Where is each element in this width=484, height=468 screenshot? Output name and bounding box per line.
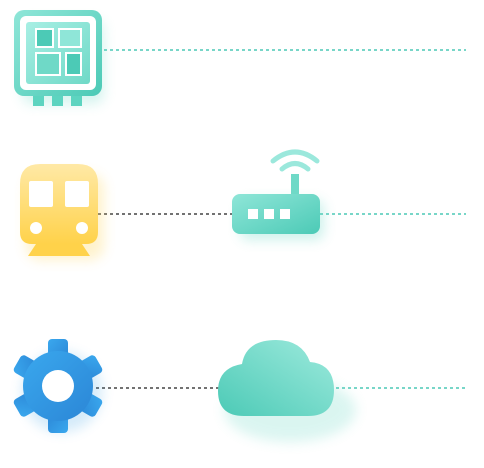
train-icon <box>20 164 104 260</box>
gear-icon <box>13 339 103 433</box>
cloud-icon <box>218 340 356 442</box>
chip-icon <box>14 10 104 106</box>
wifi-router-icon <box>232 149 324 240</box>
